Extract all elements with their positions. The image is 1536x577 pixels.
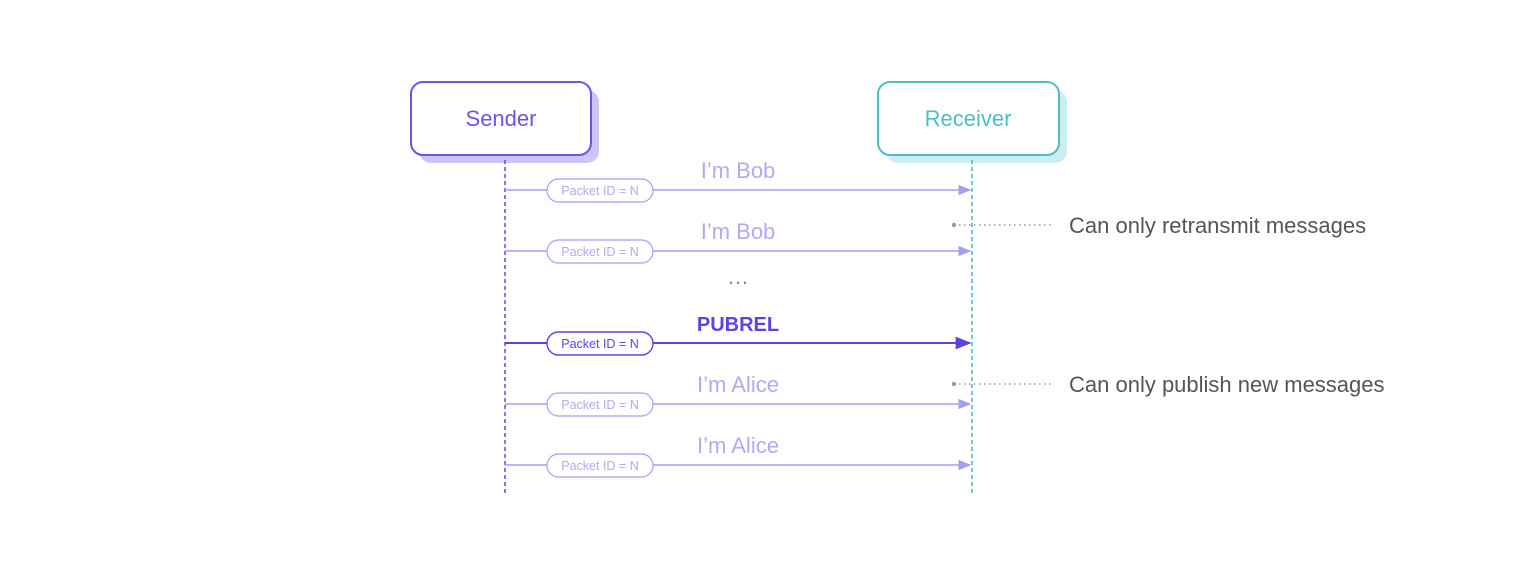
receiver-box	[877, 81, 1060, 156]
note-text: Can only retransmit messages	[1069, 213, 1366, 238]
packet-id-pill	[546, 178, 654, 203]
sender-actor: Sender	[410, 81, 599, 163]
packet-id-label: Packet ID = N	[561, 184, 638, 198]
ellipsis-label: …	[727, 264, 749, 289]
packet-id-pill	[546, 453, 654, 478]
sender-label: Sender	[466, 106, 537, 131]
packet-id-pill	[546, 331, 654, 356]
message-1: I’m Bob Packet ID = N	[505, 158, 972, 203]
message-pubrel: PUBREL Packet ID = N	[505, 314, 972, 356]
packet-id-label: Packet ID = N	[561, 459, 638, 473]
message-ellipsis: …	[727, 264, 749, 289]
message-label: PUBREL	[697, 314, 779, 336]
message-label: I’m Alice	[697, 433, 779, 458]
note-text: Can only publish new messages	[1069, 372, 1385, 397]
note-anchor-dot	[951, 381, 957, 387]
packet-id-pill	[546, 392, 654, 417]
message-label: I’m Bob	[701, 158, 776, 183]
packet-id-label: Packet ID = N	[561, 398, 638, 412]
message-5: I’m Alice Packet ID = N	[505, 433, 972, 478]
note-retransmit: Can only retransmit messages	[951, 213, 1366, 238]
receiver-label: Receiver	[925, 106, 1012, 131]
packet-id-label: Packet ID = N	[561, 337, 638, 351]
sender-box	[410, 81, 592, 156]
receiver-actor: Receiver	[877, 81, 1067, 163]
packet-id-label: Packet ID = N	[561, 245, 638, 259]
note-publish: Can only publish new messages	[951, 372, 1385, 397]
message-label: I’m Alice	[697, 372, 779, 397]
message-2: I’m Bob Packet ID = N	[505, 219, 972, 264]
packet-id-pill	[546, 239, 654, 264]
message-label: I’m Bob	[701, 219, 776, 244]
message-4: I’m Alice Packet ID = N	[505, 372, 972, 417]
note-anchor-dot	[951, 222, 957, 228]
